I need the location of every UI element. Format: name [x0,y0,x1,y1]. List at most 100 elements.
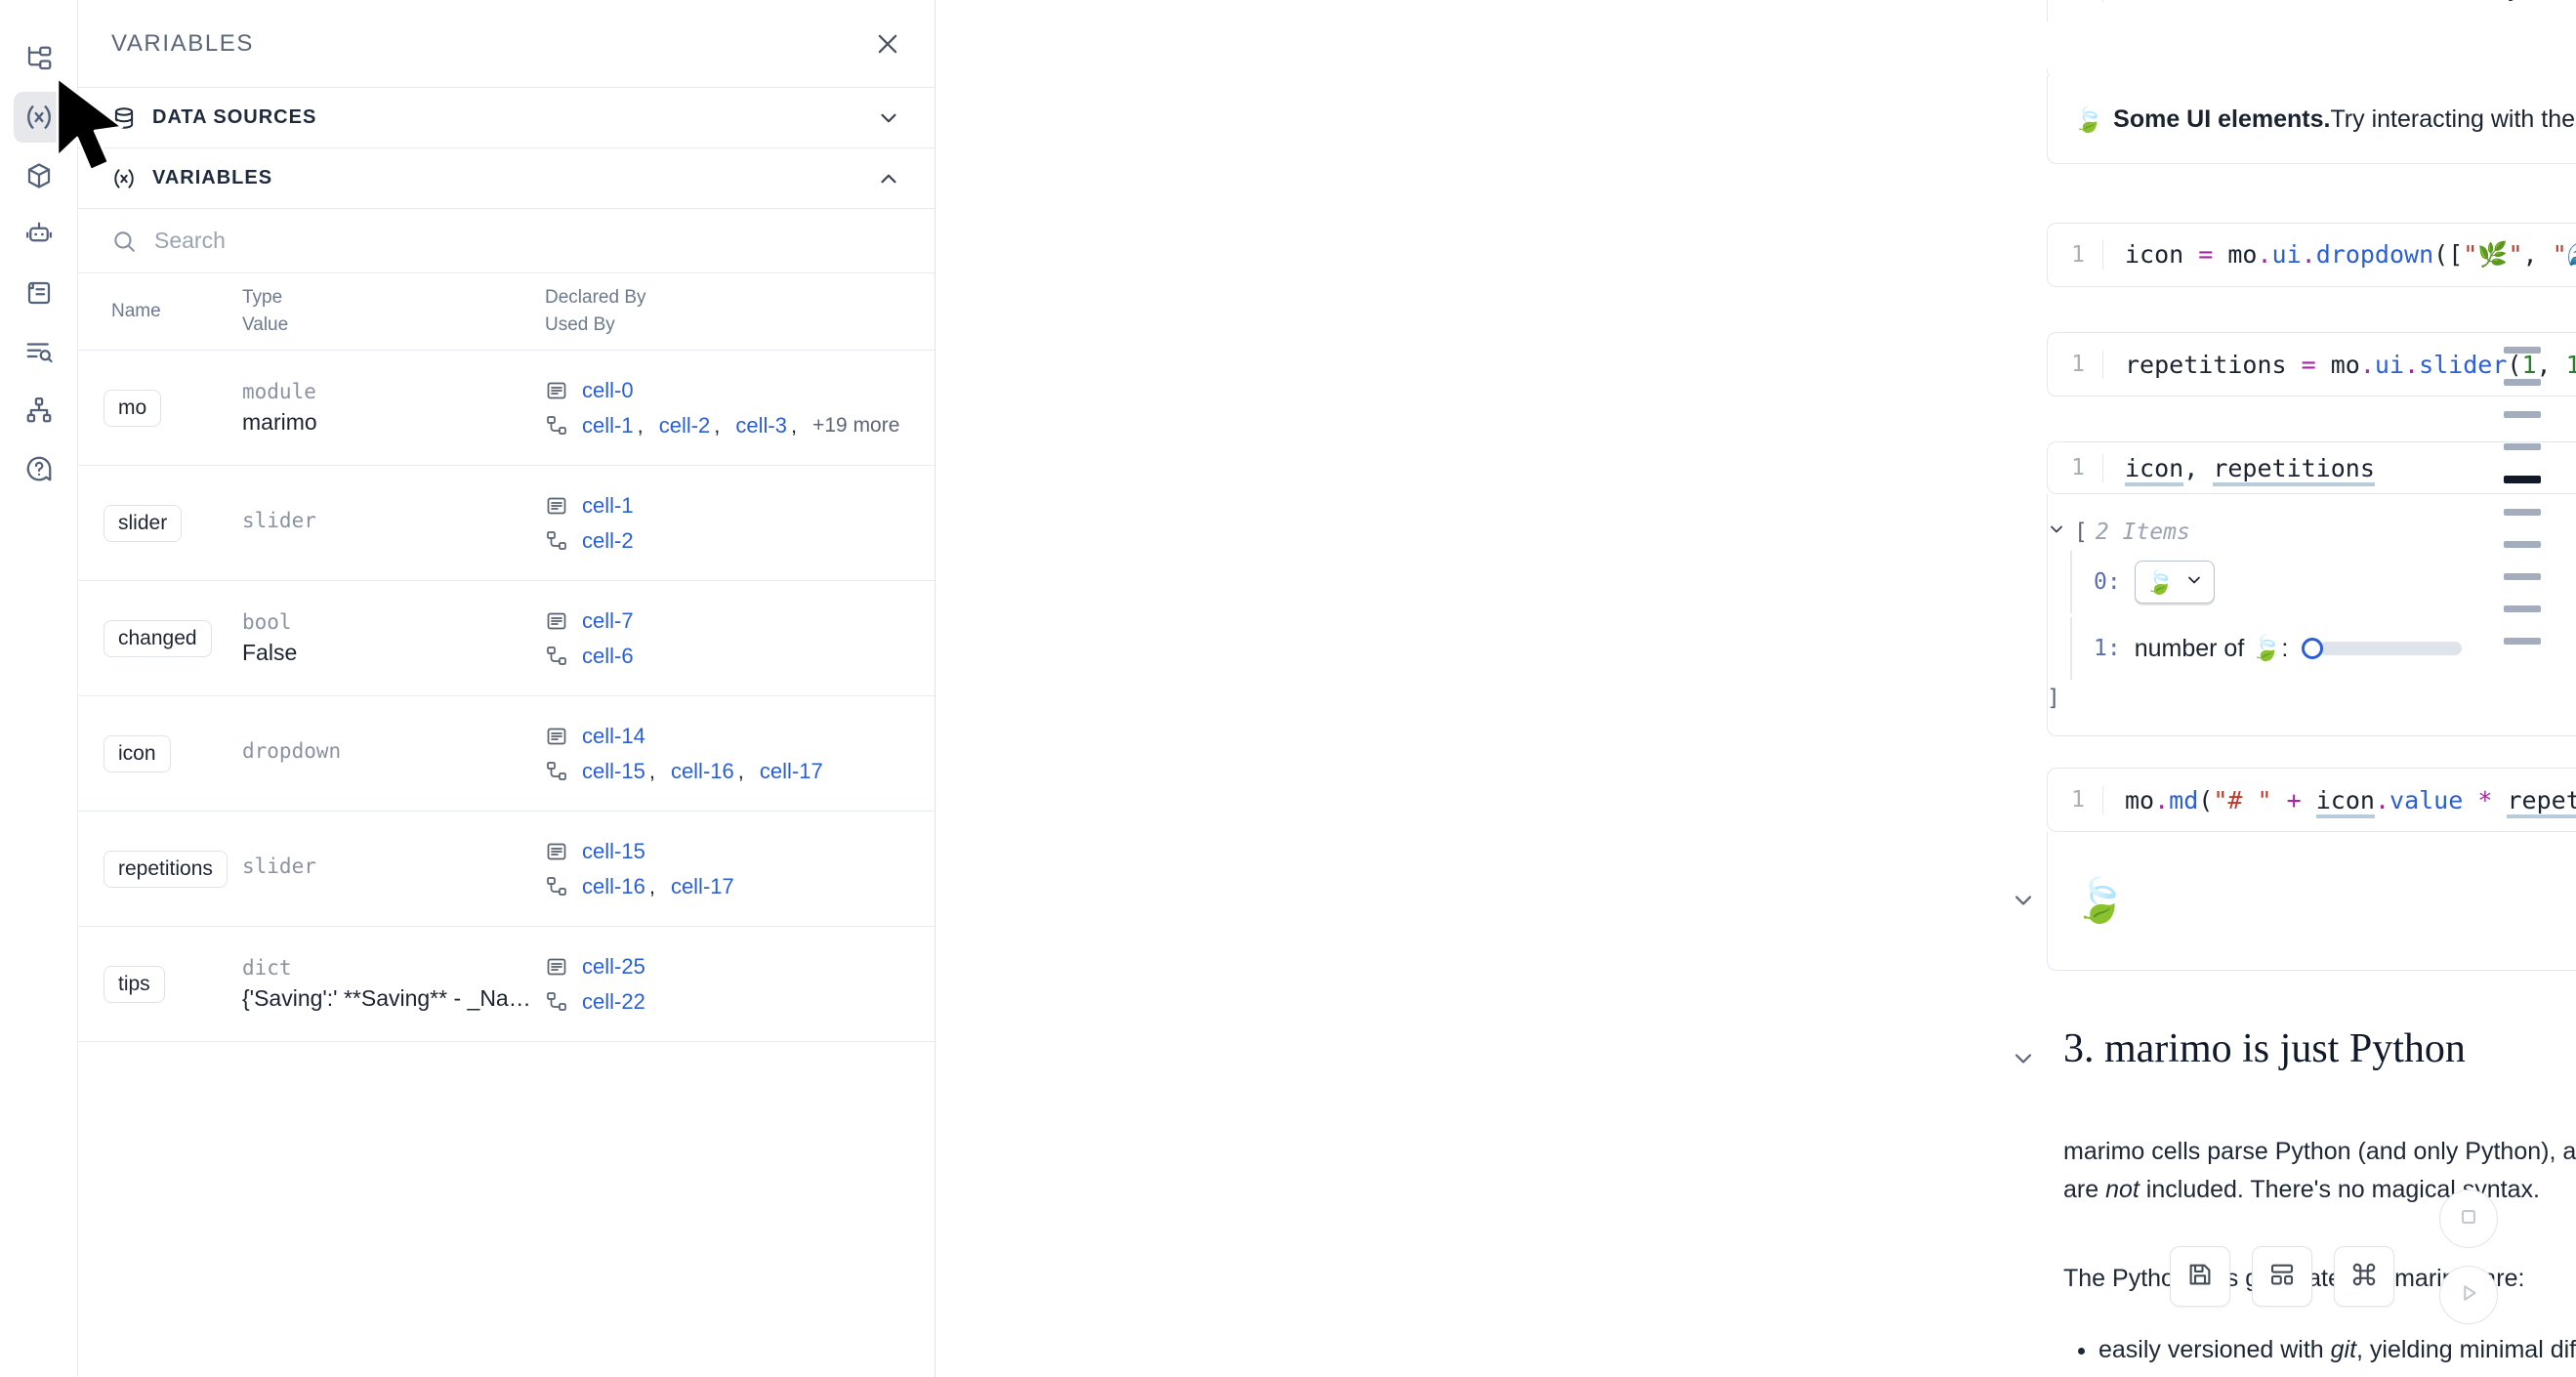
variable-name-chip[interactable]: icon [104,734,171,772]
table-row[interactable]: changed bool False cell-7 cell-6 [78,581,935,696]
used-by-link[interactable]: cell-1 [582,412,634,438]
line-number: 1 [2071,242,2085,268]
notebook-minimap[interactable] [2504,347,2555,670]
declared-by-link[interactable]: cell-14 [582,723,645,748]
used-by-link[interactable]: cell-2 [582,527,634,553]
used-by-link[interactable]: cell-6 [582,643,634,668]
cell-icon [545,494,568,518]
markdown-rest-text: Try interacting with the below elements. [2330,105,2576,133]
minimap-mark[interactable] [2504,379,2541,386]
variables-search-row[interactable]: Search [78,209,935,273]
variable-name-chip[interactable]: changed [104,619,212,657]
code-text[interactable]: repetitions = mo.ui.slider(1, 16, label=… [2102,350,2576,379]
column-header-type: Type [242,287,283,308]
code-cell-markdown-render[interactable]: 1 mo.md("# " + icon.value * repetitions.… [2047,768,2576,832]
sidebar-item-file-explorer[interactable] [14,33,64,84]
used-by-link[interactable]: cell-17 [759,758,823,783]
table-row[interactable]: mo module marimo cell-0 cell-1, cell-2, … [78,351,935,466]
leaf-emoji-icon: 🍃 [2073,875,2127,926]
minimap-mark-current[interactable] [2504,476,2541,483]
line-number: 1 [2048,0,2102,1]
chevron-down-icon[interactable] [2047,520,2066,545]
code-cell-display[interactable]: 1 icon, repetitions [2047,441,2576,494]
table-row[interactable]: tips dict {'Saving':' **Saving** - _Na… … [78,927,935,1042]
code-text[interactable]: icon, repetitions [2102,453,2375,486]
packages-icon [24,161,54,190]
sidebar-item-find-replace[interactable] [14,326,64,377]
collapse-cell-chevron-icon[interactable] [2010,887,2037,914]
minimap-mark[interactable] [2504,638,2541,645]
used-by-link[interactable]: cell-22 [582,988,645,1014]
sidebar-item-chat-assistant[interactable] [14,209,64,260]
cell-icon [545,379,568,402]
slider-label: number of 🍃: [2134,634,2289,662]
code-cell-slider[interactable]: 1 repetitions = mo.ui.slider(1, 16, labe… [2047,332,2576,396]
code-text[interactable]: icon = mo.ui.dropdown(["🌿", "🌊", "✨"], v… [2102,240,2576,270]
search-input[interactable]: Search [154,228,226,253]
variable-name-chip[interactable]: repetitions [104,850,228,888]
minimap-mark[interactable] [2504,443,2541,450]
used-by-link[interactable]: cell-16 [582,873,645,898]
run-button[interactable] [2439,1266,2498,1324]
section-variables[interactable]: VARIABLES [78,148,935,209]
declared-by-link[interactable]: cell-15 [582,838,645,863]
table-row[interactable]: repetitions slider cell-15 cell-16, cell… [78,812,935,927]
output-list-item[interactable]: 1: number of 🍃: [2070,617,2576,680]
output-list-header[interactable]: [ 2 Items [2047,520,2576,545]
minimap-mark[interactable] [2504,509,2541,516]
section-bullet-list: easily versioned with git, yielding mini… [2063,1336,2576,1364]
declared-by-link[interactable]: cell-25 [582,953,645,979]
minimap-mark[interactable] [2504,347,2541,354]
variable-name-chip[interactable]: mo [104,389,162,427]
cell-icon [545,725,568,748]
command-icon [2349,1260,2379,1294]
declared-by-link[interactable]: cell-1 [582,492,634,518]
command-palette-button[interactable] [2334,1246,2394,1307]
close-panel-button[interactable] [874,30,901,58]
layout-button[interactable] [2252,1246,2312,1307]
collapse-section-chevron-icon[interactable] [2010,1045,2037,1072]
sidebar-item-variables[interactable] [13,92,64,143]
sidebar-item-scratchpad[interactable] [14,268,64,318]
used-by-more[interactable]: +19 more [812,413,900,437]
variable-value: False [242,640,298,665]
used-by-link[interactable]: cell-15 [582,758,645,783]
declared-by-link[interactable]: cell-7 [582,607,634,633]
sidebar-item-packages[interactable] [14,150,64,201]
search-icon [111,229,137,254]
minimap-mark[interactable] [2504,605,2541,612]
stop-button[interactable] [2439,1189,2498,1248]
code-cell-dropdown[interactable]: 1 icon = mo.ui.dropdown(["🌿", "🌊", "✨"],… [2047,223,2576,287]
sidebar-item-dependency-graph[interactable] [14,385,64,436]
dropdown-input[interactable]: 🍃 [2134,561,2215,604]
used-by-link[interactable]: cell-2 [658,412,711,438]
column-header-declared-by: Declared By [545,287,646,308]
output-list-item[interactable]: 0: 🍃 [2070,551,2576,613]
declared-by-link[interactable]: cell-0 [582,377,634,402]
section-data-sources[interactable]: DATA SOURCES [78,88,935,148]
slider-input[interactable] [2302,638,2463,659]
used-by-link[interactable]: cell-17 [670,873,734,898]
used-by-link[interactable]: cell-16 [670,758,734,783]
markdown-source-text: ""🍋 Some UI elements."" Try interacting … [2102,0,2576,2]
sidebar-item-help[interactable] [14,443,64,494]
code-text[interactable]: mo.md("# " + icon.value * repetitions.va… [2102,785,2576,818]
column-header-name: Name [111,301,161,321]
cell-status-bar: r f markdown [2047,21,2576,68]
play-icon [2456,1280,2481,1311]
minimap-mark[interactable] [2504,411,2541,418]
variable-name-chip[interactable]: slider [104,504,183,542]
slider-track[interactable] [2319,642,2463,655]
table-row[interactable]: slider slider cell-1 cell-2 [78,466,935,581]
bullet-emphasis: git [2330,1336,2357,1363]
variable-name-chip[interactable]: tips [104,965,165,1003]
scratchpad-icon [24,278,54,308]
slider-thumb[interactable] [2302,638,2324,659]
minimap-mark[interactable] [2504,541,2541,548]
used-by-link[interactable]: cell-3 [735,412,787,438]
table-row[interactable]: icon dropdown cell-14 cell-15, cell-16, … [78,696,935,812]
variable-type: slider [242,854,316,878]
minimap-mark[interactable] [2504,573,2541,580]
cell-icon [545,955,568,979]
save-button[interactable] [2170,1246,2230,1307]
